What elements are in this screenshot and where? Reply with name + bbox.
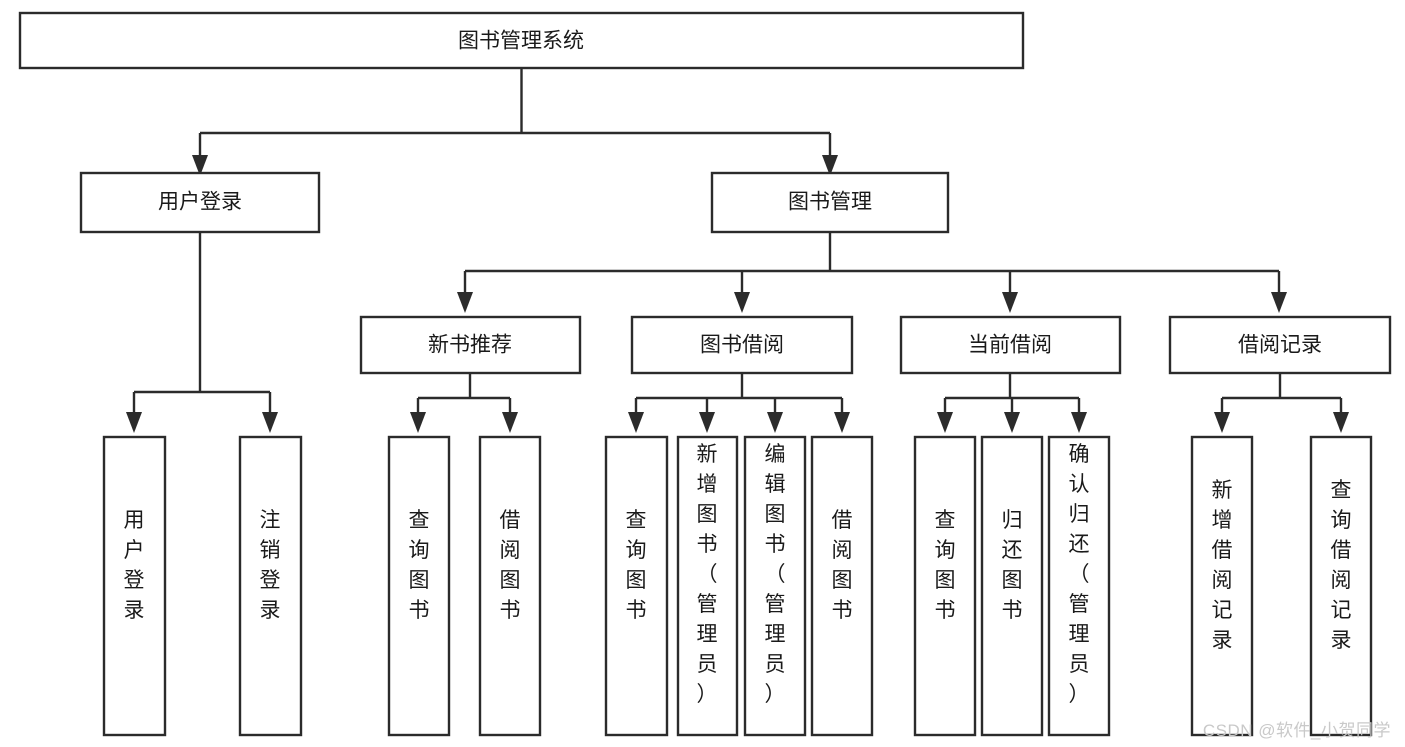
leaf-current-confirm-box[interactable]	[1047, 435, 1111, 737]
leaf-node-current-return[interactable]: 归还图书	[980, 435, 1044, 737]
leaf-newbooks-borrow-label: 借阅图书	[500, 509, 521, 622]
leaf-newbooks-query-box[interactable]	[387, 435, 451, 737]
leaf-node-records-add[interactable]: 新增借阅记录	[1190, 435, 1254, 737]
leaf-current-confirm-label: 确认归还（管理员）	[1069, 443, 1090, 706]
node-current-borrow-box[interactable]	[899, 315, 1122, 375]
leaf-node-records-query[interactable]: 查询借阅记录	[1309, 435, 1373, 737]
node-book-management[interactable]: 图书管理	[710, 171, 950, 234]
leaf-node-borrow-edit[interactable]: 编辑图书（管理员）	[743, 435, 807, 737]
arrowhead-borrow-query	[628, 412, 644, 433]
connector-newbooks-to-leaves	[416, 373, 512, 412]
leaf-borrow-add-label: 新增图书（管理员）	[697, 443, 718, 706]
node-root-system[interactable]: 图书管理系统	[18, 11, 1025, 70]
node-user-login-label: 用户登录	[158, 191, 242, 214]
arrowhead-book-manage	[822, 155, 838, 176]
node-book-management-label: 图书管理	[788, 191, 872, 214]
leaf-borrow-lend-label: 借阅图书	[832, 509, 853, 622]
node-new-book-recommend[interactable]: 新书推荐	[359, 315, 582, 375]
leaf-borrow-edit-label: 编辑图书（管理员）	[765, 443, 786, 706]
node-book-borrow[interactable]: 图书借阅	[630, 315, 854, 375]
node-book-borrow-label: 图书借阅	[700, 334, 784, 357]
leaf-logout-label: 注销登录	[260, 509, 281, 622]
connector-bookmanage-to-level2	[463, 232, 1281, 292]
leaf-node-current-query[interactable]: 查询图书	[913, 435, 977, 737]
connector-bookborrow-to-leaves	[634, 373, 844, 412]
leaf-newbooks-borrow-box[interactable]	[478, 435, 542, 737]
leaf-borrow-add-box[interactable]	[676, 435, 739, 737]
arrowhead-current-borrow	[1002, 292, 1018, 313]
leaf-records-query-label: 查询借阅记录	[1331, 479, 1352, 652]
leaf-node-user-login[interactable]: 用户登录	[102, 435, 167, 737]
arrowhead-current-return	[1004, 412, 1020, 433]
arrowhead-newbooks-borrow	[502, 412, 518, 433]
leaf-node-borrow-add[interactable]: 新增图书（管理员）	[676, 435, 739, 737]
csdn-watermark: CSDN @软件_小贺同学	[1202, 721, 1391, 740]
arrowhead-current-confirm	[1071, 412, 1087, 433]
arrowhead-borrow-edit	[767, 412, 783, 433]
connector-userlogin-to-leaves	[132, 232, 272, 412]
arrowhead-borrow-records	[1271, 292, 1287, 313]
node-book-management-box[interactable]	[710, 171, 950, 234]
node-user-login-box[interactable]	[79, 171, 321, 234]
node-root-box[interactable]	[18, 11, 1025, 70]
arrowhead-new-books	[457, 292, 473, 313]
arrowhead-leaf-user-login	[126, 412, 142, 433]
leaf-node-borrow-query[interactable]: 查询图书	[604, 435, 669, 737]
leaf-node-newbooks-borrow[interactable]: 借阅图书	[478, 435, 542, 737]
node-user-login[interactable]: 用户登录	[79, 171, 321, 234]
node-borrow-records-box[interactable]	[1168, 315, 1392, 375]
arrowhead-borrow-add	[699, 412, 715, 433]
leaf-records-add-box[interactable]	[1190, 435, 1254, 737]
leaf-user-login-box[interactable]	[102, 435, 167, 737]
connector-currentborrow-to-leaves	[943, 373, 1081, 412]
leaf-current-query-box[interactable]	[913, 435, 977, 737]
leaf-borrow-lend-box[interactable]	[810, 435, 874, 737]
leaf-node-logout[interactable]: 注销登录	[238, 435, 303, 737]
leaf-user-login-label: 用户登录	[124, 509, 145, 622]
leaf-node-newbooks-query[interactable]: 查询图书	[387, 435, 451, 737]
node-borrow-records-label: 借阅记录	[1238, 334, 1322, 357]
leaf-borrow-edit-box[interactable]	[743, 435, 807, 737]
leaf-newbooks-query-label: 查询图书	[409, 509, 430, 622]
node-new-book-recommend-label: 新书推荐	[428, 334, 512, 357]
leaf-node-borrow-lend[interactable]: 借阅图书	[810, 435, 874, 737]
arrowhead-newbooks-query	[410, 412, 426, 433]
arrowhead-records-query	[1333, 412, 1349, 433]
node-borrow-records[interactable]: 借阅记录	[1168, 315, 1392, 375]
node-book-borrow-box[interactable]	[630, 315, 854, 375]
leaf-node-current-confirm[interactable]: 确认归还（管理员）	[1047, 435, 1111, 737]
node-current-borrow-label: 当前借阅	[968, 334, 1052, 357]
leaf-current-return-label: 归还图书	[1002, 509, 1023, 622]
arrowhead-records-add	[1214, 412, 1230, 433]
arrowhead-current-query	[937, 412, 953, 433]
leaf-records-query-box[interactable]	[1309, 435, 1373, 737]
arrowhead-user-login	[192, 155, 208, 176]
node-root-label: 图书管理系统	[458, 30, 584, 53]
leaf-records-add-label: 新增借阅记录	[1212, 479, 1233, 652]
arrowhead-leaf-logout	[262, 412, 278, 433]
arrowhead-book-borrow	[734, 292, 750, 313]
connector-layer	[126, 68, 1349, 433]
leaf-borrow-query-box[interactable]	[604, 435, 669, 737]
node-new-book-recommend-box[interactable]	[359, 315, 582, 375]
connector-records-to-leaves	[1220, 373, 1343, 412]
node-current-borrow[interactable]: 当前借阅	[899, 315, 1122, 375]
arrowhead-borrow-lend	[834, 412, 850, 433]
connector-root-to-level1	[198, 68, 832, 155]
leaf-current-return-box[interactable]	[980, 435, 1044, 737]
leaf-current-query-label: 查询图书	[935, 509, 956, 622]
leaf-borrow-query-label: 查询图书	[626, 509, 647, 622]
leaf-logout-box[interactable]	[238, 435, 303, 737]
